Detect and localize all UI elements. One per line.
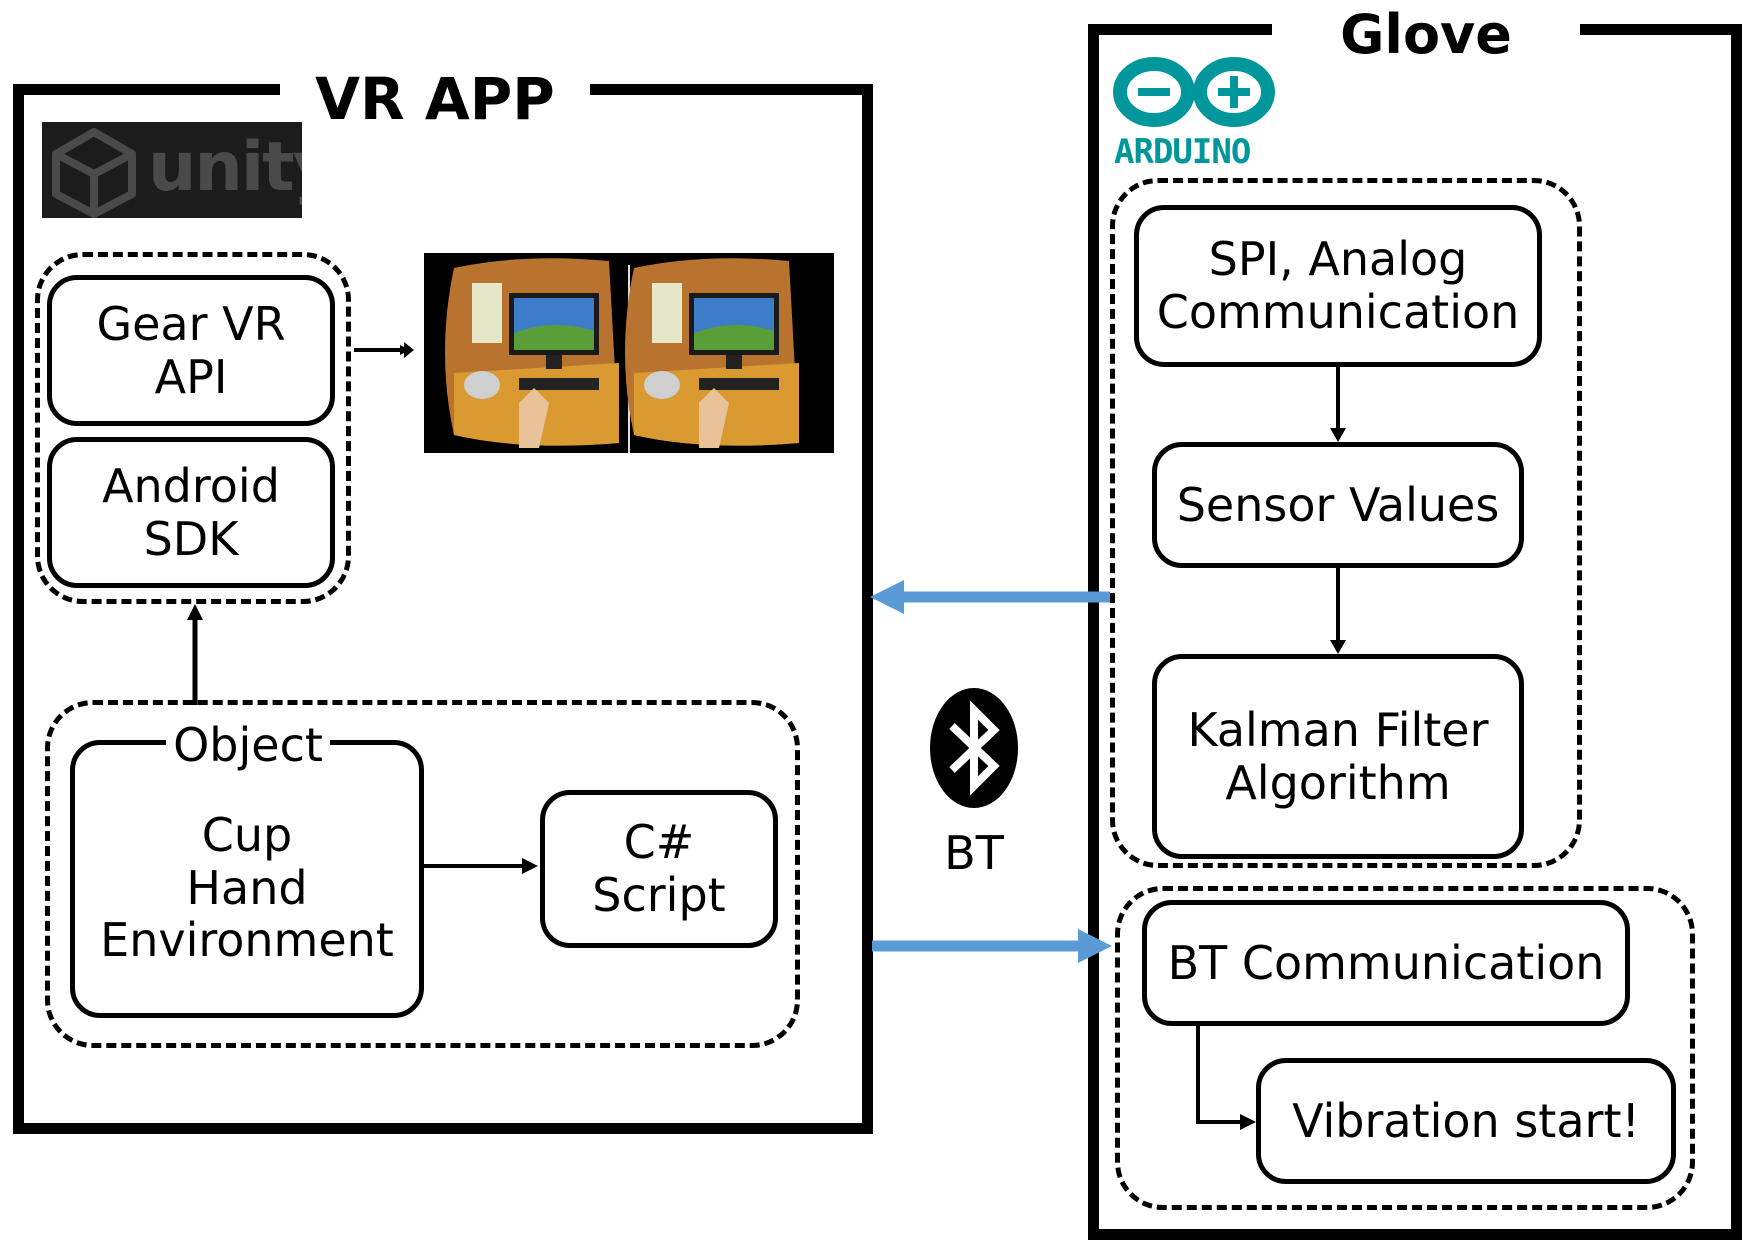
unity-logo-text: unity bbox=[148, 128, 302, 207]
unity-logo-icon: unity bbox=[42, 122, 302, 218]
bluetooth-icon bbox=[928, 686, 1020, 810]
object-box: Cup Hand Environment bbox=[70, 740, 424, 1018]
platform-group bbox=[35, 252, 351, 604]
glove-title: Glove bbox=[1272, 8, 1580, 68]
vr-screenshot bbox=[424, 253, 834, 453]
bt-output-group bbox=[1115, 886, 1695, 1210]
bt-label: BT bbox=[944, 826, 1004, 880]
vr-app-title: VR APP bbox=[280, 70, 590, 132]
arduino-logo-icon: ARDUINO bbox=[1108, 52, 1286, 172]
csharp-script-box: C# Script bbox=[540, 790, 778, 948]
kalman-filter-box: Kalman Filter Algorithm bbox=[1152, 654, 1524, 859]
bt-communication-box: BT Communication bbox=[1142, 900, 1630, 1026]
object-label: Object bbox=[166, 718, 330, 772]
sensor-values-box: Sensor Values bbox=[1152, 442, 1524, 568]
arrow-bt-to-vibration bbox=[1196, 1026, 1244, 1124]
spi-analog-box: SPI, Analog Communication bbox=[1134, 205, 1542, 367]
gear-vr-api-box: Gear VR API bbox=[47, 275, 335, 426]
sensor-processing-group bbox=[1110, 178, 1582, 868]
android-sdk-box: Android SDK bbox=[47, 437, 335, 588]
arduino-logo-text: ARDUINO bbox=[1114, 132, 1251, 172]
object-group bbox=[45, 700, 800, 1048]
vibration-start-box: Vibration start! bbox=[1256, 1058, 1676, 1184]
